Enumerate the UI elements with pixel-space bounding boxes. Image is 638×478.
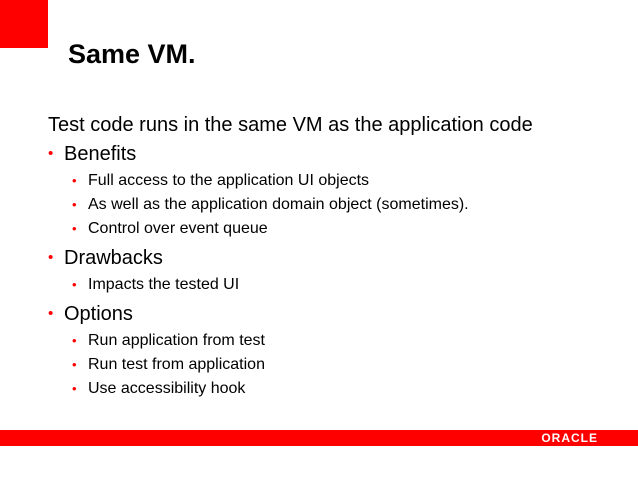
sub-bullet-text: As well as the application domain object…: [88, 196, 469, 213]
bullet-benefits: • Benefits: [48, 141, 628, 167]
bullet-icon: •: [72, 357, 77, 372]
sub-bullet: • Use accessibility hook: [72, 377, 628, 401]
sub-bullet: • Run test from application: [72, 353, 628, 377]
bullet-icon: •: [48, 249, 54, 266]
drawbacks-sublist: • Impacts the tested UI: [72, 273, 628, 297]
bullet-icon: •: [72, 197, 77, 212]
bullet-icon: •: [48, 305, 54, 322]
corner-accent-square: [0, 0, 48, 48]
slide-title: Same VM.: [68, 39, 196, 69]
bullet-icon: •: [72, 381, 77, 396]
intro-text: Test code runs in the same VM as the app…: [48, 114, 533, 136]
bullet-list: • Benefits • Full access to the applicat…: [48, 141, 628, 401]
sub-bullet: • Impacts the tested UI: [72, 273, 628, 297]
drawbacks-sublist-container: • Impacts the tested UI: [48, 273, 628, 297]
sub-bullet: • Run application from test: [72, 329, 628, 353]
bullet-icon: •: [72, 221, 77, 236]
benefits-sublist-container: • Full access to the application UI obje…: [48, 169, 628, 241]
sub-bullet: • Control over event queue: [72, 217, 628, 241]
bullet-label: Benefits: [64, 143, 137, 165]
sub-bullet-text: Use accessibility hook: [88, 380, 246, 397]
options-sublist-container: • Run application from test • Run test f…: [48, 329, 628, 401]
sub-bullet-text: Impacts the tested UI: [88, 276, 240, 293]
sub-bullet: • As well as the application domain obje…: [72, 193, 628, 217]
sub-bullet-text: Run test from application: [88, 356, 265, 373]
sub-bullet-text: Run application from test: [88, 332, 265, 349]
bullet-label: Drawbacks: [64, 247, 163, 269]
sub-bullet: • Full access to the application UI obje…: [72, 169, 628, 193]
bullet-icon: •: [72, 277, 77, 292]
sub-bullet-text: Control over event queue: [88, 220, 268, 237]
bullet-icon: •: [72, 333, 77, 348]
bullet-icon: •: [48, 145, 54, 162]
bullet-label: Options: [64, 303, 133, 325]
footer-bar: ORACLE: [0, 430, 638, 446]
options-sublist: • Run application from test • Run test f…: [72, 329, 628, 401]
bullet-drawbacks: • Drawbacks: [48, 245, 628, 271]
slide-body: Test code runs in the same VM as the app…: [48, 112, 628, 405]
benefits-sublist: • Full access to the application UI obje…: [72, 169, 628, 241]
bullet-options: • Options: [48, 301, 628, 327]
oracle-logo: ORACLE: [541, 431, 598, 445]
sub-bullet-text: Full access to the application UI object…: [88, 172, 370, 189]
bullet-icon: •: [72, 173, 77, 188]
